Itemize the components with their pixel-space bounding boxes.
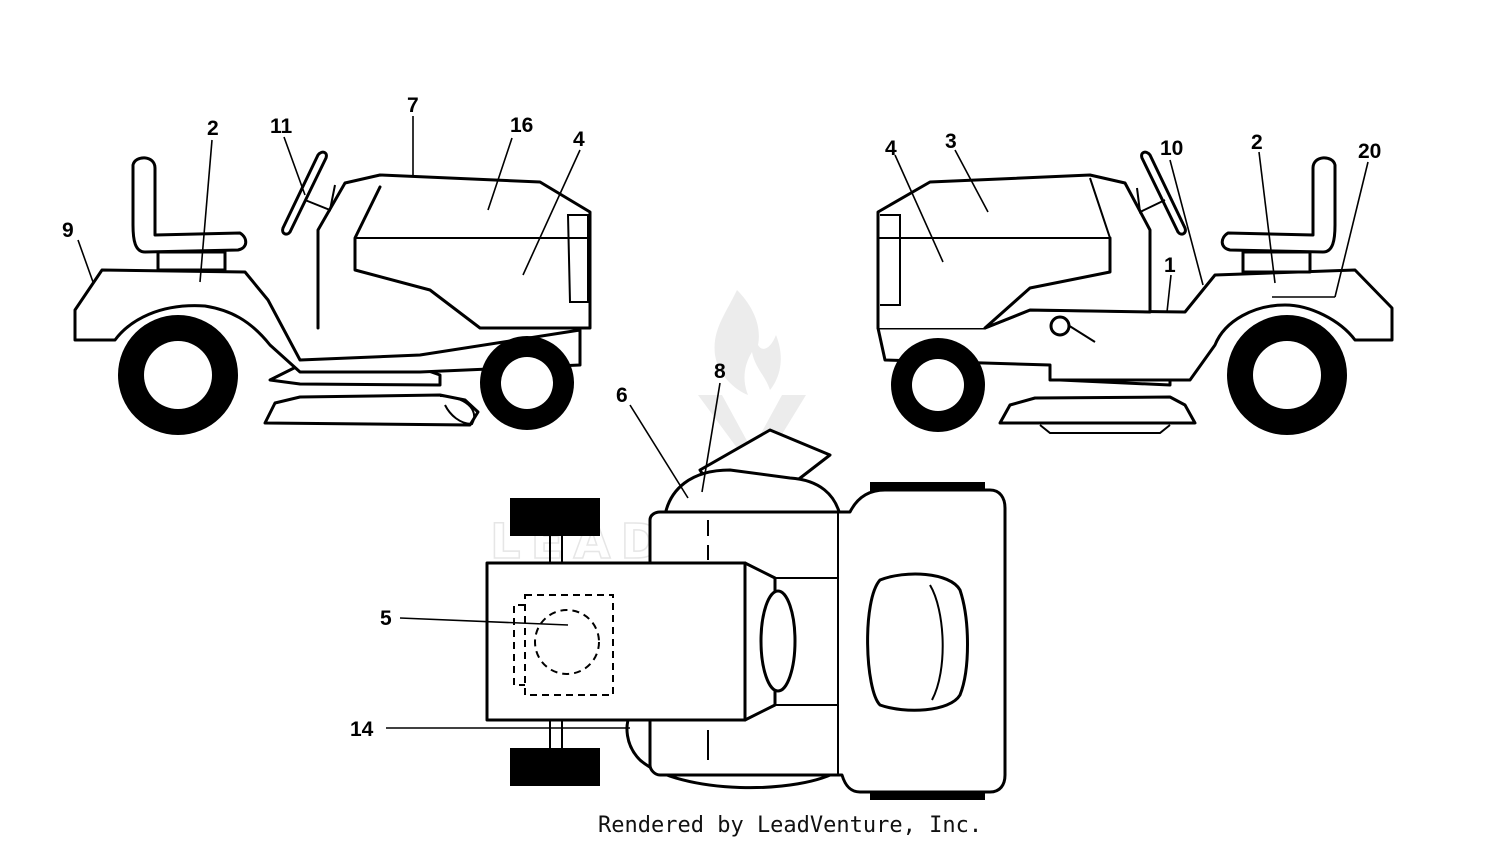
callout-left-9: 9 bbox=[62, 219, 74, 242]
callout-left-7: 7 bbox=[407, 94, 419, 117]
seat-base-left bbox=[156, 250, 227, 272]
front-axle-top bbox=[549, 536, 563, 748]
deck-chute-left bbox=[439, 395, 475, 426]
callout-left-4: 4 bbox=[573, 128, 585, 151]
seat-base-right bbox=[1241, 250, 1312, 274]
callout-top-6: 6 bbox=[616, 384, 628, 407]
callout-right-2: 2 bbox=[1251, 131, 1263, 154]
leader-lines bbox=[77, 116, 1369, 729]
callout-right-4: 4 bbox=[885, 137, 897, 160]
callout-labels: 9 2 11 7 16 4 4 3 10 2 20 1 6 8 5 14 bbox=[62, 94, 1381, 741]
tractor-right-side-view bbox=[876, 150, 1394, 435]
top-tire-front-lower bbox=[510, 748, 600, 786]
callout-right-20: 20 bbox=[1358, 140, 1381, 163]
top-tire-front-upper bbox=[510, 498, 600, 536]
steering-wheel-right bbox=[1140, 150, 1187, 236]
hood-top bbox=[485, 561, 747, 722]
chassis-left bbox=[73, 268, 582, 374]
engine-outline-top bbox=[524, 594, 614, 696]
callout-right-10: 10 bbox=[1160, 137, 1183, 160]
engine-shroud-top bbox=[513, 604, 525, 686]
deck-skirt-right bbox=[1039, 424, 1171, 434]
chassis-right bbox=[876, 268, 1394, 382]
callout-left-16: 16 bbox=[510, 114, 533, 137]
lift-lever-knob-right bbox=[1049, 315, 1071, 337]
callout-top-8: 8 bbox=[714, 360, 726, 383]
seat-left bbox=[131, 156, 248, 254]
steering-column-right bbox=[1136, 187, 1166, 214]
callout-left-2: 2 bbox=[207, 117, 219, 140]
mower-deck-right bbox=[998, 395, 1197, 425]
callout-top-5: 5 bbox=[380, 607, 392, 630]
steering-wheel-top bbox=[759, 589, 797, 693]
watermark-flame-icon bbox=[714, 290, 781, 395]
callout-right-3: 3 bbox=[945, 130, 957, 153]
hood-left bbox=[316, 173, 592, 330]
callout-right-1: 1 bbox=[1164, 254, 1176, 277]
mower-deck-left bbox=[263, 393, 480, 427]
render-credit: Rendered by LeadVenture, Inc. bbox=[598, 813, 982, 838]
grille-left bbox=[566, 214, 589, 303]
tractor-left-side-view bbox=[73, 150, 592, 435]
callout-left-11: 11 bbox=[270, 115, 293, 138]
hood-line-right bbox=[878, 177, 1112, 239]
seat-right bbox=[1220, 156, 1337, 254]
grille-right bbox=[880, 214, 901, 306]
steering-column-top bbox=[775, 577, 838, 706]
tractor-top-view bbox=[485, 428, 1007, 800]
callout-top-14: 14 bbox=[350, 718, 374, 741]
hood-right bbox=[876, 173, 1152, 330]
watermark-v-icon bbox=[698, 395, 806, 475]
seat-top bbox=[866, 572, 969, 712]
seat-back-top bbox=[929, 584, 944, 701]
air-filter-top bbox=[534, 609, 600, 675]
steering-column-left bbox=[304, 184, 336, 212]
